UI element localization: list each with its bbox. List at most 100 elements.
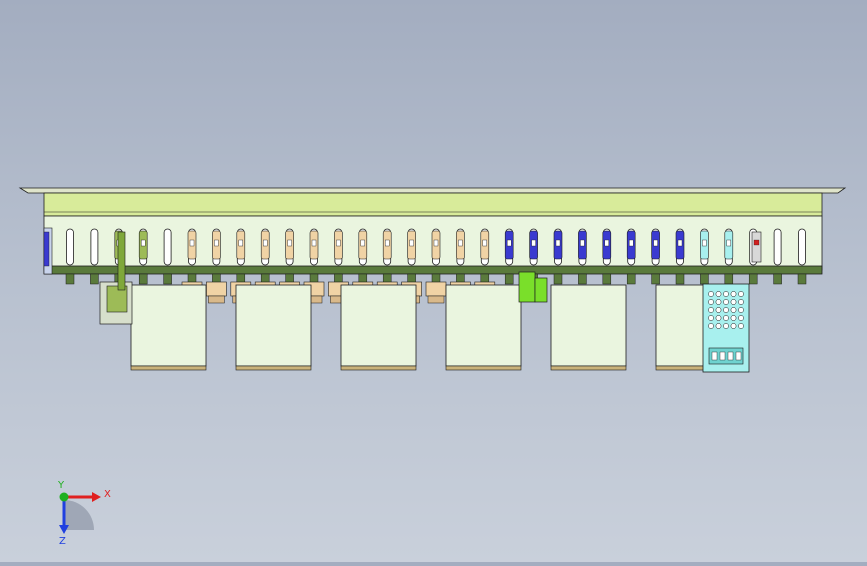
module-window xyxy=(385,239,390,247)
module-window xyxy=(433,239,439,247)
vent-hole xyxy=(708,323,714,329)
terminal-screw xyxy=(711,351,718,361)
vent-hole xyxy=(730,291,737,297)
module-window xyxy=(555,239,561,247)
terminal-strip xyxy=(708,347,744,365)
relay-base xyxy=(208,295,225,304)
module-window xyxy=(677,239,683,247)
base-foot xyxy=(773,273,782,285)
right-end-clip xyxy=(751,231,762,263)
vent-hole xyxy=(708,299,714,305)
lower-module xyxy=(340,284,417,367)
module-window xyxy=(189,239,195,247)
vent-hole xyxy=(715,291,722,297)
vent-hole xyxy=(723,315,729,321)
module-window xyxy=(531,239,536,247)
base-foot xyxy=(90,273,99,285)
vent-hole xyxy=(708,307,714,313)
lower-module-edge xyxy=(235,365,312,371)
lower-module xyxy=(550,284,627,367)
base-foot xyxy=(700,273,709,285)
terminal-slot xyxy=(798,228,806,266)
module-window xyxy=(458,239,463,247)
module-window xyxy=(238,239,244,247)
right-end-marker xyxy=(753,239,760,246)
lower-module-edge xyxy=(130,365,207,371)
base-foot xyxy=(138,273,148,285)
module-window xyxy=(580,239,585,247)
base-foot xyxy=(797,273,807,285)
relay-body xyxy=(425,281,447,297)
vent-hole xyxy=(738,307,744,313)
base-foot xyxy=(504,273,514,285)
module-window xyxy=(214,239,219,247)
x-axis-label: X xyxy=(104,489,111,500)
z-axis-head xyxy=(59,525,69,534)
vent-hole xyxy=(708,291,714,297)
vent-hole xyxy=(715,315,722,321)
base-foot xyxy=(578,273,587,285)
module-window xyxy=(629,239,634,247)
lower-module-edge xyxy=(340,365,417,371)
relay-body xyxy=(206,281,227,297)
lower-module-edge xyxy=(445,365,522,371)
terminal-slot xyxy=(90,228,99,266)
vent-hole xyxy=(730,307,737,313)
base-foot xyxy=(602,273,612,285)
base-foot xyxy=(553,273,563,285)
vent-hole xyxy=(723,323,729,329)
relay-base xyxy=(427,295,445,304)
module-window xyxy=(311,239,317,247)
vent-hole xyxy=(730,315,737,321)
left-green-module xyxy=(106,285,128,313)
module-window xyxy=(726,239,731,247)
lower-module xyxy=(130,284,207,367)
module-window xyxy=(604,239,609,247)
module-window xyxy=(336,239,341,247)
module-window xyxy=(360,239,365,247)
terminal-slot xyxy=(163,228,172,266)
vent-hole xyxy=(730,299,737,305)
vent-hole xyxy=(723,291,729,297)
vent-hole xyxy=(723,307,729,313)
y-axis-origin xyxy=(59,492,69,502)
z-axis-label: Z xyxy=(59,536,66,547)
base-foot xyxy=(65,273,75,285)
vent-hole xyxy=(715,323,722,329)
green-connector-side xyxy=(534,277,548,303)
din-rail-assembly[interactable] xyxy=(18,187,847,373)
module-window xyxy=(140,239,146,247)
module-window xyxy=(653,239,658,247)
terminal-slot xyxy=(773,228,782,266)
module-window xyxy=(507,239,512,247)
base-foot xyxy=(626,273,636,285)
lower-module-edge xyxy=(550,365,627,371)
lower-module xyxy=(235,284,312,367)
base-foot xyxy=(724,273,734,285)
base-foot xyxy=(163,273,172,285)
vent-hole xyxy=(738,323,744,329)
base-foot xyxy=(748,273,758,285)
module-window xyxy=(702,239,707,247)
vent-hole xyxy=(738,315,744,321)
top-beam xyxy=(43,192,823,217)
terminal-screw xyxy=(719,351,726,361)
vent-hole xyxy=(708,315,714,321)
vent-hole xyxy=(723,299,729,305)
top-rail-flange xyxy=(18,187,847,194)
terminal-slot xyxy=(66,228,74,266)
vent-hole xyxy=(738,291,744,297)
vent-hole xyxy=(738,299,744,305)
x-axis-head xyxy=(92,492,101,502)
base-foot xyxy=(675,273,685,285)
vent-hole xyxy=(715,299,722,305)
module-window xyxy=(409,239,414,247)
coordinate-triad: X Y Z xyxy=(57,480,111,547)
base-rail xyxy=(43,265,823,275)
terminal-screw xyxy=(727,351,734,361)
module-window xyxy=(482,239,487,247)
green-connector xyxy=(518,271,536,303)
vent-hole xyxy=(730,323,737,329)
